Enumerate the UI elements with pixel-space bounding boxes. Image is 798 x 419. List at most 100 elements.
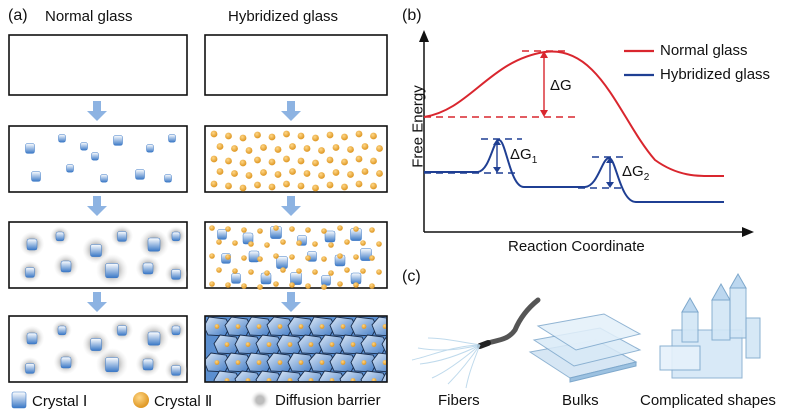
crystal-two-particle bbox=[283, 130, 290, 138]
down-arrow-icon bbox=[281, 196, 301, 216]
normal-row2-crystals bbox=[25, 134, 176, 183]
crystal-two-particle bbox=[360, 240, 366, 246]
grain-cell bbox=[339, 370, 367, 381]
crystal-two-particle bbox=[353, 254, 359, 260]
down-arrow-icon bbox=[87, 292, 107, 312]
crystal-two-particle bbox=[210, 180, 218, 188]
y-axis-arrow-icon bbox=[419, 30, 429, 42]
normal-glass-curve bbox=[423, 50, 725, 178]
crystal-two-particle bbox=[225, 157, 232, 165]
legend-crystal-two: Crystal Ⅱ bbox=[154, 393, 213, 410]
crystal-one-particle bbox=[142, 262, 154, 275]
delta-g2-base: ΔG bbox=[622, 163, 644, 180]
crystal-two-particle bbox=[225, 254, 231, 260]
crystal-two-particle bbox=[321, 228, 327, 234]
crystal-two-particle bbox=[225, 282, 231, 288]
crystal-one-particle bbox=[25, 267, 35, 278]
crystal-one-particle bbox=[147, 237, 161, 252]
crystal-two-particle bbox=[235, 324, 241, 329]
crystal-two-particle bbox=[216, 143, 224, 150]
crystal-two-particle bbox=[232, 268, 238, 274]
crystal-two-particle bbox=[326, 181, 334, 189]
crystal-two-particle bbox=[347, 146, 354, 153]
crystal-two-particle bbox=[254, 181, 261, 189]
crystal-two-particle bbox=[264, 242, 270, 248]
crystal-two-particle bbox=[355, 130, 363, 138]
crystal-two-particle bbox=[225, 132, 232, 140]
delta-g1-base: ΔG bbox=[510, 146, 532, 163]
grain-cell bbox=[255, 370, 283, 381]
panel-b-tag: (b) bbox=[402, 7, 422, 24]
crystal-two-particle bbox=[209, 253, 215, 259]
grain-cell bbox=[360, 370, 386, 381]
crystal-two-particle bbox=[268, 158, 276, 166]
crystal-two-particle bbox=[371, 378, 377, 381]
crystal-two-particle bbox=[297, 157, 305, 165]
delta-g-label: ΔG bbox=[550, 77, 572, 94]
crystal-two-particle bbox=[312, 241, 318, 247]
crystal-one-particle bbox=[142, 358, 154, 371]
normal-row3-crystals bbox=[19, 225, 187, 286]
crystal-two-particle bbox=[318, 172, 325, 179]
crystal-one-particle bbox=[66, 164, 74, 173]
crystal-two-particle bbox=[225, 226, 231, 232]
caption-bulks: Bulks bbox=[562, 392, 599, 409]
crystal-two-particle bbox=[289, 254, 295, 260]
crystal-two-particle bbox=[329, 342, 335, 347]
crystal-one-particle bbox=[117, 325, 127, 336]
crystal-two-particle bbox=[369, 283, 375, 289]
crystal-two-particle bbox=[308, 378, 314, 381]
crystal-two-particle bbox=[326, 131, 334, 139]
crystal-two-particle bbox=[332, 144, 340, 151]
crystal-two-particle bbox=[264, 270, 270, 276]
crystal-one-particle bbox=[146, 144, 154, 153]
crystal-two-legend-icon bbox=[133, 392, 149, 408]
crystal-two-particle bbox=[341, 183, 348, 191]
hybridized-glass-curve bbox=[424, 138, 724, 203]
crystal-one-particle bbox=[324, 230, 336, 243]
crystal-two-particle bbox=[361, 324, 367, 329]
crystal-two-particle bbox=[369, 255, 375, 261]
crystal-one-particle bbox=[290, 272, 302, 285]
crystal-two-particle bbox=[274, 171, 282, 178]
crystal-two-particle bbox=[245, 172, 253, 179]
crystal-one-particle bbox=[25, 143, 35, 154]
crystal-one-particle bbox=[168, 134, 176, 143]
crystal-two-particle bbox=[248, 269, 254, 275]
normal-glass-box-1 bbox=[8, 34, 188, 96]
process-arrows bbox=[87, 101, 301, 312]
grain-cell bbox=[297, 370, 325, 381]
crystal-two-particle bbox=[289, 168, 296, 175]
crystal-two-particle bbox=[382, 360, 386, 365]
crystal-two-particle bbox=[287, 378, 293, 381]
grain-cell bbox=[213, 370, 241, 381]
crystal-two-particle bbox=[241, 227, 247, 233]
crystal-two-particle bbox=[260, 169, 267, 176]
crystal-one-particle bbox=[90, 244, 102, 257]
crystal-two-particle bbox=[376, 269, 382, 275]
arrow-up-icon bbox=[606, 157, 614, 163]
crystal-two-particle bbox=[277, 324, 283, 329]
crystal-two-particle bbox=[305, 227, 311, 233]
crystal-two-particle bbox=[257, 256, 263, 262]
caption-fibers: Fibers bbox=[438, 392, 480, 409]
crystal-two-particle bbox=[312, 184, 319, 192]
crystal-two-particle bbox=[312, 134, 319, 142]
crystal-two-particle bbox=[308, 342, 314, 347]
crystal-two-particle bbox=[312, 269, 318, 275]
crystal-two-particle bbox=[239, 159, 247, 167]
crystal-two-particle bbox=[216, 267, 222, 273]
crystal-two-particle bbox=[326, 156, 334, 164]
crystal-two-particle bbox=[296, 240, 302, 246]
crystal-one-particle bbox=[113, 135, 123, 146]
crystal-two-particle bbox=[297, 182, 305, 190]
grain-cell bbox=[381, 371, 386, 381]
crystal-two-particle bbox=[216, 239, 222, 245]
crystal-two-particle bbox=[340, 360, 346, 365]
crystal-two-particle bbox=[355, 155, 363, 163]
crystal-one-particle bbox=[105, 357, 119, 373]
crystal-one-particle bbox=[90, 338, 102, 351]
crystal-two-particle bbox=[214, 360, 220, 365]
crystal-two-particle bbox=[224, 378, 230, 381]
